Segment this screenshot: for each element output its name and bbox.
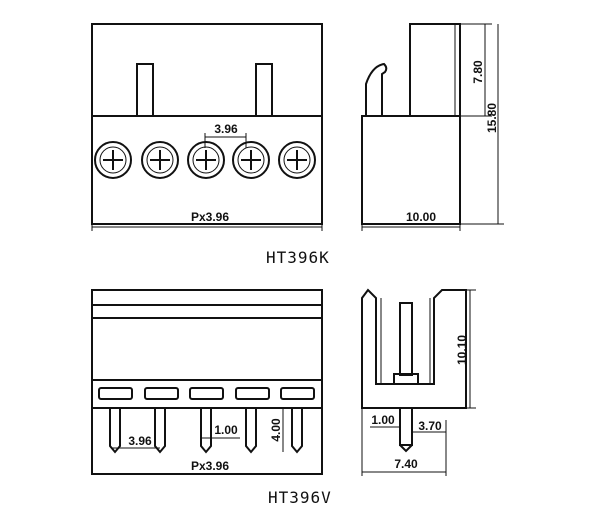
- ht396k-front-tab-right: [255, 63, 273, 117]
- ht396v-side-height-label: 10.10: [455, 335, 469, 365]
- ht396k-side-width-label: 10.00: [406, 210, 436, 224]
- ht396k-pitch-label: 3.96: [214, 122, 238, 136]
- ht396v-pitch-label: 3.96: [128, 434, 152, 448]
- ht396v-pin-length-label: 4.00: [269, 418, 283, 442]
- screw-1: [94, 141, 132, 179]
- ht396v-side-view: 10.10 1.00 3.70 7.40: [361, 288, 476, 476]
- slot-2: [144, 387, 179, 400]
- ht396k-front-body: [91, 23, 323, 225]
- ht396k-pitch-dimension: 3.96: [204, 122, 247, 148]
- pin-5: [291, 408, 303, 454]
- ht396v-pin-length-dimension: 4.00: [269, 408, 284, 452]
- ht396k-width-label: Px3.96: [191, 210, 229, 224]
- ht396k-side-view: 7.80 15.80 10.00: [361, 23, 504, 231]
- slot-5: [280, 387, 315, 400]
- ht396v-width-label: Px3.96: [191, 459, 229, 473]
- ht396k-front-view: 3.96 Px3.96: [91, 23, 323, 231]
- ht396v-pitch-dimension: 3.96: [112, 434, 160, 449]
- ht396k-front-tab-left: [136, 63, 154, 117]
- ht396v-front-view: 3.96 1.00 4.00 Px3.96: [91, 289, 323, 475]
- ht396v-side-pin-upper: [399, 302, 413, 376]
- ht396k-side-lower: [361, 115, 461, 225]
- ht396v-model-title: HT396V: [268, 488, 332, 507]
- ht396v-side-offset-label: 3.70: [418, 419, 442, 433]
- ht396k-model-title: HT396K: [266, 248, 330, 267]
- ht396k-side-height-small-label: 7.80: [471, 60, 485, 84]
- ht396k-side-upper: [409, 23, 461, 117]
- ht396k-width-dimension: Px3.96: [91, 210, 323, 231]
- pin-4: [245, 408, 257, 454]
- screw-row: [94, 141, 316, 179]
- ht396v-side-pin-lower: [399, 407, 413, 446]
- screw-5: [278, 141, 316, 179]
- pin-row: [109, 408, 303, 454]
- ht396v-pin-width-dimension: 1.00: [200, 423, 240, 439]
- slot-3: [189, 387, 224, 400]
- screw-4: [232, 141, 270, 179]
- ht396k-side-height-total-label: 15.80: [485, 103, 499, 133]
- slot-row: [98, 387, 315, 400]
- ht396k-side-lever: [365, 62, 388, 116]
- pin-1: [109, 408, 121, 454]
- ht396v-side-pin-label: 1.00: [371, 413, 395, 427]
- ht396v-side-pin-collar: [393, 373, 419, 385]
- ht396v-pin-width-label: 1.00: [214, 423, 238, 437]
- ht396v-side-width-label: 7.40: [394, 457, 418, 471]
- screw-3: [187, 141, 225, 179]
- screw-2: [141, 141, 179, 179]
- pin-2: [154, 408, 166, 454]
- slot-4: [235, 387, 270, 400]
- ht396v-side-housing: [361, 288, 467, 409]
- ht396v-width-dimension: Px3.96: [92, 459, 322, 475]
- slot-1: [98, 387, 133, 400]
- pin-3: [200, 408, 212, 454]
